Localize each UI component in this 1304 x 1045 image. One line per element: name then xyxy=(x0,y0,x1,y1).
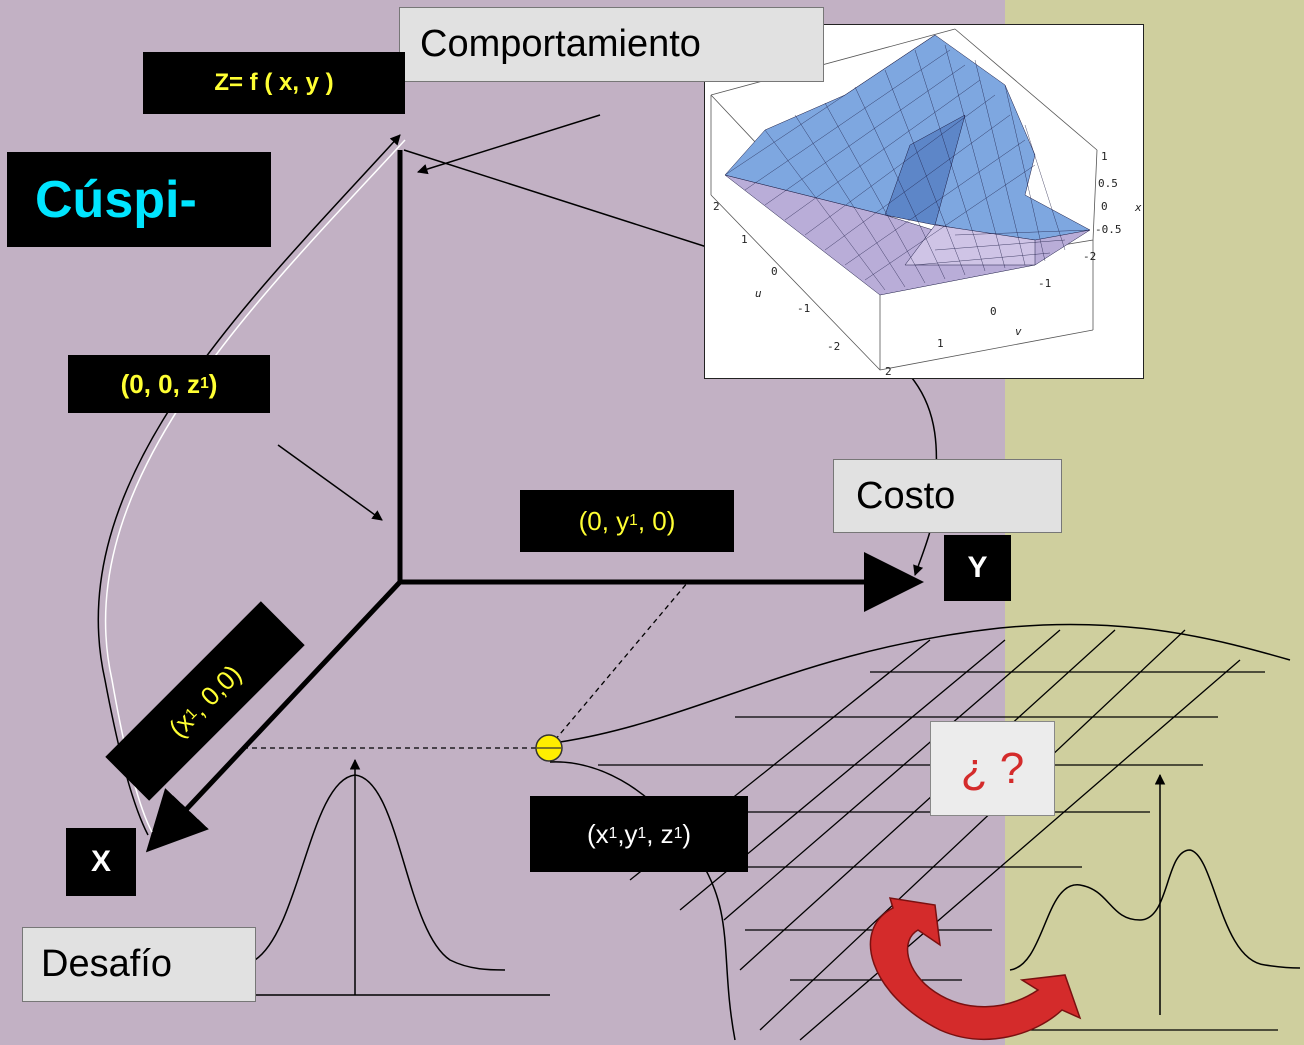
tick-l-4: -2 xyxy=(827,340,840,353)
tick-b-4: 2 xyxy=(885,365,892,378)
comportamiento-label: Comportamiento xyxy=(399,7,824,82)
tick-r-3: -0.5 xyxy=(1095,223,1122,236)
z-point-post: ) xyxy=(208,368,218,399)
y-point-pre: (0, y xyxy=(578,505,630,536)
projection-y xyxy=(554,581,689,741)
red-curved-arrow xyxy=(869,897,1082,1041)
tick-b-1: -1 xyxy=(1038,277,1051,290)
axis-label-u: u xyxy=(755,287,762,300)
bimodal-distribution xyxy=(1009,773,1301,1015)
x-axis-label: X xyxy=(66,828,136,896)
comportamiento-arrow xyxy=(416,114,601,175)
tick-b-3: 1 xyxy=(937,337,944,350)
cusp-surface-plot: 1 0.5 0 -0.5 x 2 1 0 -1 -2 u -2 -1 0 1 2… xyxy=(704,24,1144,379)
tick-l-3: -1 xyxy=(797,302,810,315)
xyz-b-sub: 1 xyxy=(637,825,647,842)
question-label: ¿ ? xyxy=(930,721,1055,816)
z-function-label: Z= f ( x, y ) xyxy=(143,52,405,114)
axis-label-v: v xyxy=(1015,325,1022,338)
tick-r-2: 0 xyxy=(1101,200,1108,213)
tick-r-0: 1 xyxy=(1101,150,1108,163)
y-point-sub: 1 xyxy=(629,512,638,529)
point-xyz xyxy=(535,734,563,762)
desafio-label: Desafío xyxy=(22,927,256,1002)
plot-connector xyxy=(403,149,711,249)
axis-label-x: x xyxy=(1134,201,1142,214)
surface-plot-svg: 1 0.5 0 -0.5 x 2 1 0 -1 -2 u -2 -1 0 1 2… xyxy=(710,28,1142,378)
plot-right-ticks: 1 0.5 0 -0.5 x xyxy=(1095,150,1142,236)
xyz-a-sub: 1 xyxy=(608,825,618,842)
plot-bottom-ticks: -2 -1 0 1 2 v xyxy=(885,250,1096,378)
tick-r-1: 0.5 xyxy=(1098,177,1118,190)
desafio-distribution xyxy=(254,758,550,996)
surface-edge-top xyxy=(559,623,1291,743)
title-box: Cúspi- xyxy=(7,152,271,247)
xyz-b: ,y xyxy=(617,818,638,849)
tick-l-2: 0 xyxy=(771,265,778,278)
xyz-d: ) xyxy=(682,818,692,849)
y-axis-label: Y xyxy=(944,535,1011,601)
y-point-post: , 0) xyxy=(637,505,676,536)
surface-grid-horizontal xyxy=(598,671,1278,1031)
tick-b-0: -2 xyxy=(1083,250,1096,263)
costo-label: Costo xyxy=(833,459,1062,533)
xyz-a: (x xyxy=(586,818,609,849)
tick-b-2: 0 xyxy=(990,305,997,318)
tick-l-0: 2 xyxy=(713,200,720,213)
x-axis xyxy=(145,580,402,853)
z-label-arrow xyxy=(277,444,383,521)
z-point-sub: 1 xyxy=(200,375,209,392)
xyz-c-sub: 1 xyxy=(673,825,683,842)
tick-l-1: 1 xyxy=(741,233,748,246)
plot-left-ticks: 2 1 0 -1 -2 u xyxy=(713,200,840,353)
z-point-pre: (0, 0, z xyxy=(120,368,201,399)
xyz-c: , z xyxy=(646,818,674,849)
